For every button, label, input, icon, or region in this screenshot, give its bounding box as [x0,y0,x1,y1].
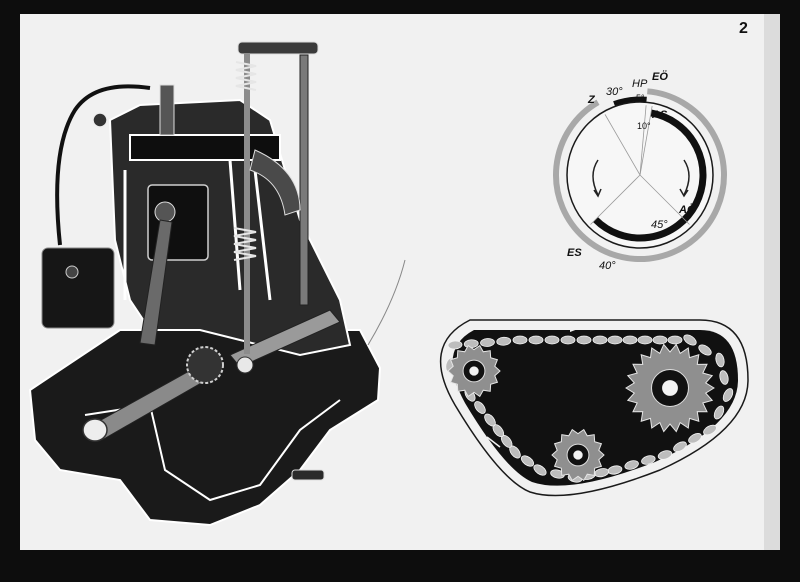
curved-arrow-icon [593,188,602,198]
timing-radial-line [590,174,641,225]
fuel-line [55,84,151,246]
chain-return-arrow [486,436,501,448]
rocker-arm [237,41,319,55]
label-deg-30: 30° [606,86,623,98]
label-deg-40: 40° [599,260,616,272]
camshaft [229,309,341,368]
chain-link [683,334,697,346]
chain-link [667,335,683,345]
chain-drive-diagram [439,319,749,497]
chain-link [624,460,639,470]
label-as: AS [651,109,668,121]
timing-radials [590,105,690,225]
magneto [41,247,115,329]
timing-radial-line [604,114,641,176]
curved-arrow-icon [683,159,690,196]
chain-link [480,338,495,347]
label-ao: AÖ [678,203,696,216]
crankshaft-end [82,418,108,442]
chain-link [622,335,638,345]
chain-link [688,433,702,444]
chain-link [560,335,576,345]
chain-link [550,469,565,479]
cylinder-block [108,98,352,357]
injector-valve-wheel [92,112,108,128]
chain-link [496,336,512,346]
chain-link [544,335,560,345]
chain-link [637,335,653,345]
sprocket-center [662,380,678,396]
label-deg-5: 5° [636,93,645,103]
chain-link [576,335,592,345]
label-es: ES [567,247,582,259]
label-eo: EÖ [652,70,668,83]
lower-valve-spring [233,227,257,261]
timing-radial-line [639,105,647,176]
label-deg-45: 45° [651,219,668,231]
chain-link [533,464,547,476]
timing-gear [186,346,224,384]
sprockets [447,343,715,482]
sprocket-icon [625,343,715,433]
injector [159,84,175,136]
valve-timing-diagram: Z 30° HP EÖ 5° AS 10° AÖ 45° ES 40° [553,70,727,272]
upper-valve-spring [235,61,257,91]
timing-radial-line [639,105,653,176]
drain-tap [291,469,325,481]
chain-link [447,340,463,350]
page-number: 2 [739,20,748,37]
pushrod [299,54,309,306]
chain-link [512,335,528,345]
valve-stem [244,54,250,354]
intake-manifold [249,149,301,216]
chain-link [592,335,608,345]
intake-open-arc [592,109,707,242]
camshaft-end [236,356,254,374]
curved-arrow-icon [592,159,599,196]
chain-link [641,455,656,465]
water-jacket [123,159,272,301]
pointer-line [367,259,406,346]
sprocket-center [469,366,479,376]
exhaust-open-arc [553,88,727,262]
wrist-pin [154,201,176,223]
sprocket-icon [447,344,501,398]
arrow-right-icon [570,326,578,332]
chain-link [652,335,668,345]
timing-radial-line [639,174,690,225]
chain-link [520,455,535,467]
chain-link [484,413,496,427]
sprocket-icon [551,428,605,482]
label-z: Z [587,94,596,106]
chain-link [713,405,725,420]
chain-link [722,388,734,402]
chain-link [607,335,623,345]
chain-link [715,352,725,368]
label-deg-10: 10° [637,121,651,131]
chain-link [703,424,717,436]
compression-arc [613,96,647,106]
magneto-knob [65,265,79,279]
chain-link [657,450,673,460]
label-hp: HP [632,78,648,90]
chain-link [474,401,486,414]
chain-link [673,441,687,452]
sprocket-center [573,450,583,460]
chain-link [698,344,712,356]
board-right-edge [764,14,780,550]
engine-cutaway [28,41,382,527]
chain-link [528,335,544,345]
chain [445,334,734,483]
connecting-rod [139,219,173,346]
curved-arrow-icon [679,188,689,198]
chain-link [719,370,729,385]
